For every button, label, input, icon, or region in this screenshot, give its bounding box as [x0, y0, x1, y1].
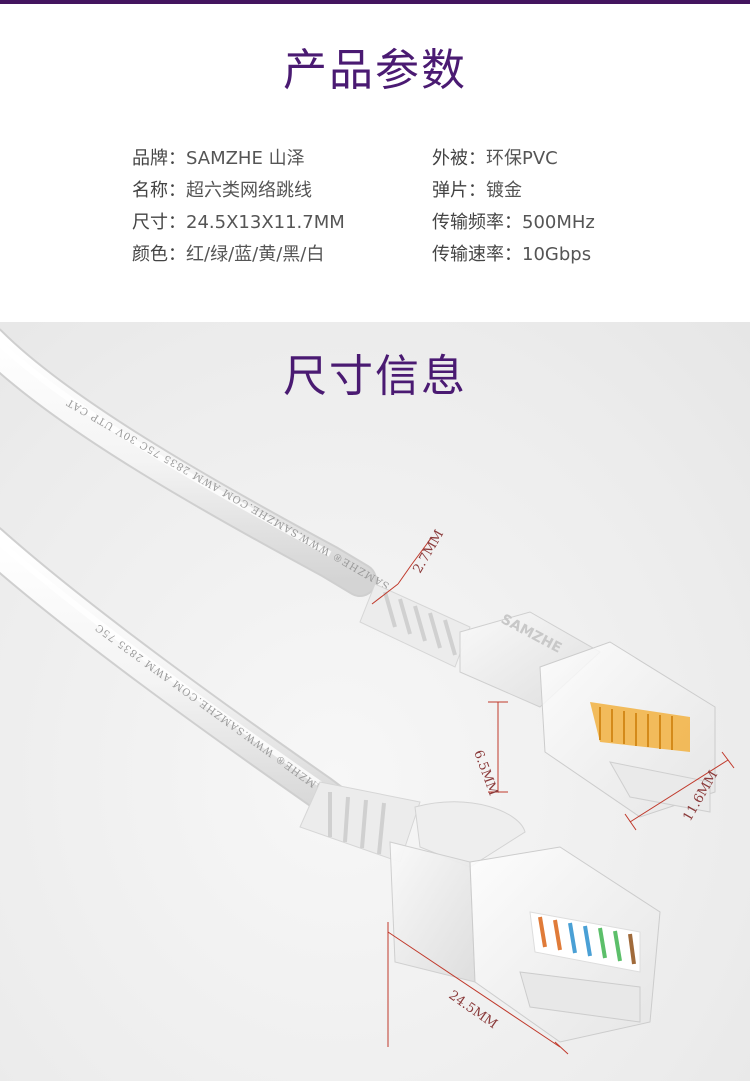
dim-cable-diameter: 2.7MM [410, 528, 447, 576]
lower-cable: SAMZHE® WWW.SAMZHE.COM AWM 2835 75C [0, 527, 378, 840]
spec-value: 24.5X13X11.7MM [186, 212, 345, 233]
spec-value: SAMZHE 山泽 [186, 148, 305, 169]
spec-value: 超六类网络跳线 [186, 180, 312, 201]
top-accent-bar [0, 0, 750, 4]
spec-frequency: 传输频率：500MHz [432, 208, 595, 234]
spec-label: 品牌： [132, 148, 186, 169]
spec-value: 环保PVC [486, 148, 558, 169]
cable-dimension-illustration: SAMZHE® WWW.SAMZHE.COM AWM 2835 75C 30V … [0, 328, 735, 1055]
dimension-lines [371, 536, 735, 1055]
spec-value: 500MHz [522, 212, 595, 233]
spec-contact-plating: 弹片：镀金 [432, 176, 522, 202]
spec-brand: 品牌：SAMZHE 山泽 [132, 144, 305, 170]
product-parameters-section: 产品参数 品牌：SAMZHE 山泽 名称：超六类网络跳线 尺寸：24.5X13X… [0, 4, 750, 322]
spec-name: 名称：超六类网络跳线 [132, 176, 312, 202]
section-title-parameters: 产品参数 [283, 45, 467, 96]
dim-connector-height: 6.5MM [470, 748, 500, 798]
spec-speed: 传输速率：10Gbps [432, 240, 591, 266]
spec-jacket: 外被：环保PVC [432, 144, 558, 170]
spec-value: 10Gbps [522, 244, 592, 265]
lower-connector [299, 781, 661, 1043]
dim-connector-length: 24.5MM [446, 988, 500, 1032]
spec-label: 传输频率： [432, 212, 522, 233]
section-title-dimensions: 尺寸信息 [283, 351, 467, 402]
spec-label: 外被： [432, 148, 486, 169]
spec-color: 颜色：红/绿/蓝/黄/黑/白 [132, 240, 324, 266]
spec-label: 名称： [132, 180, 186, 201]
spec-label: 颜色： [132, 244, 186, 265]
spec-label: 传输速率： [432, 244, 522, 265]
spec-value: 镀金 [486, 180, 522, 201]
spec-label: 尺寸： [132, 212, 186, 233]
upper-connector: SAMZHE [359, 583, 716, 818]
spec-size: 尺寸：24.5X13X11.7MM [132, 208, 345, 234]
spec-label: 弹片： [432, 180, 486, 201]
upper-cable-print: SAMZHE® WWW.SAMZHE.COM AWM 2835 75C 30V … [64, 396, 391, 591]
lower-cable-print: SAMZHE® WWW.SAMZHE.COM AWM 2835 75C [93, 621, 332, 799]
spec-value: 红/绿/蓝/黄/黑/白 [186, 244, 325, 265]
